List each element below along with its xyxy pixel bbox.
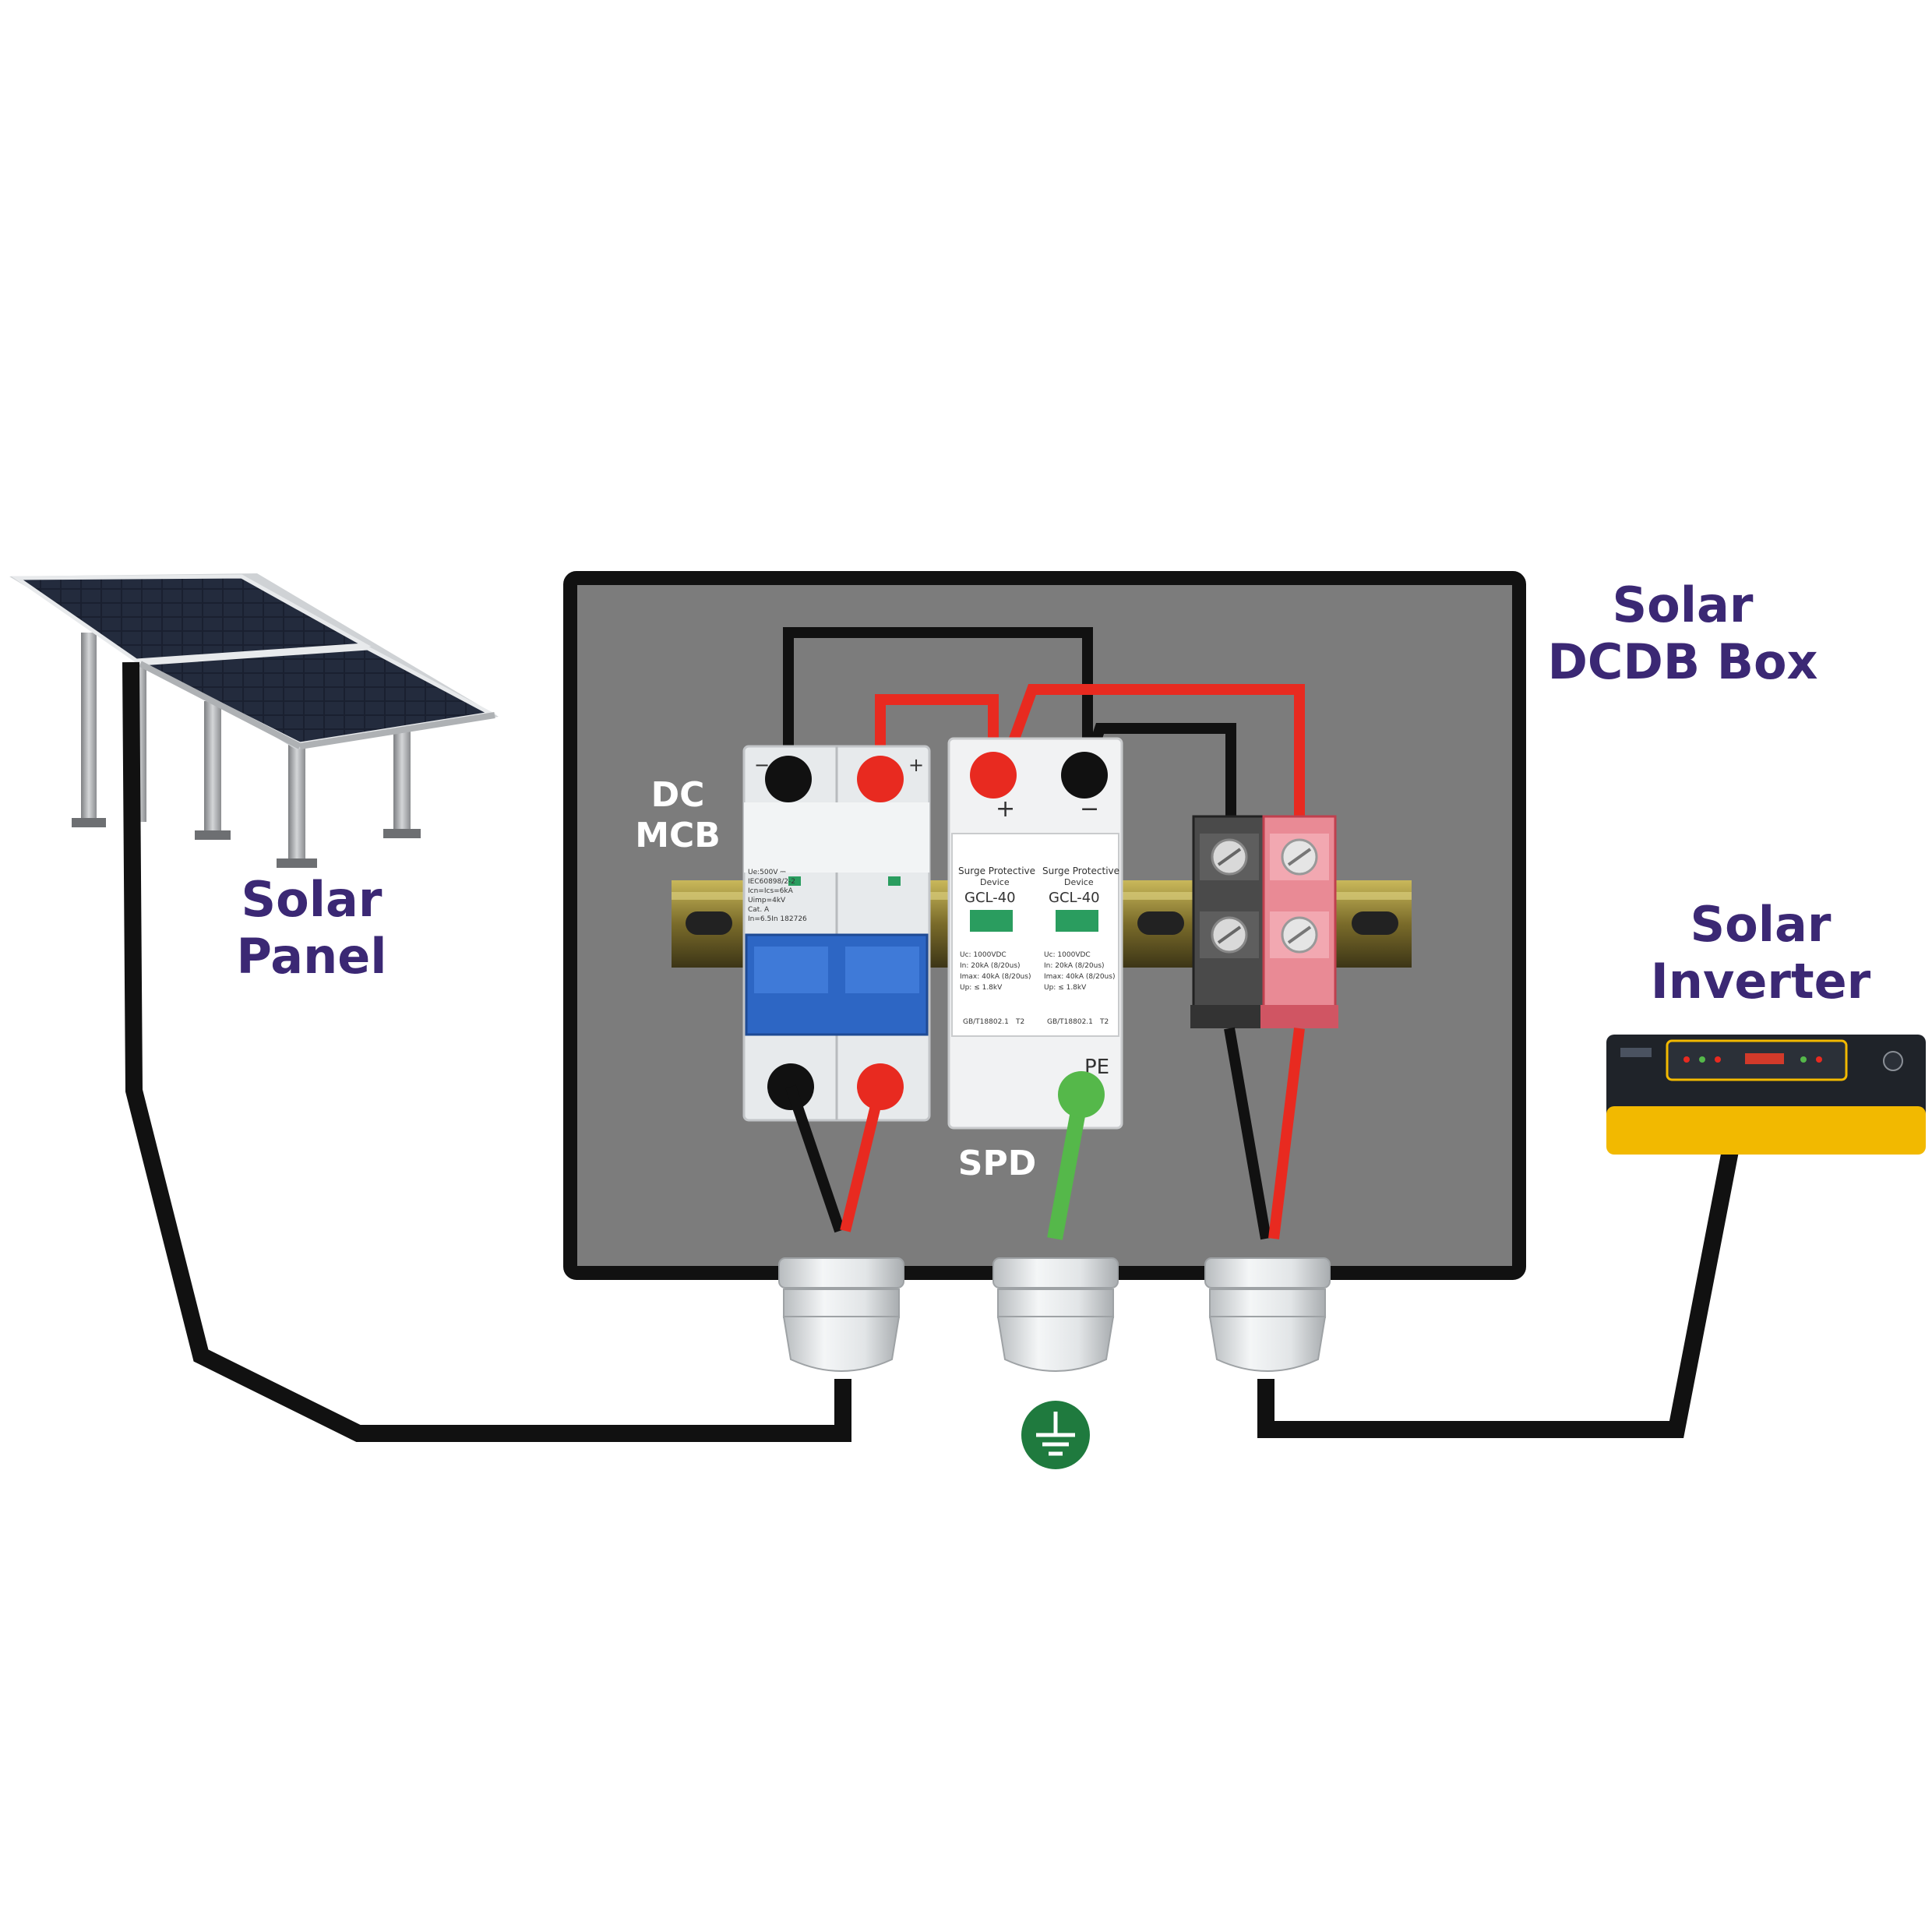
mcb-spec-line: Cat. A (748, 906, 770, 914)
spd-pe-terminal (1058, 1071, 1105, 1118)
spd-device: + − Surge Protective Device GCL-40 Uc: 1… (947, 737, 1123, 1130)
negative-wire-terminal-out (1224, 1027, 1271, 1240)
spd-subtitle: Device (980, 877, 1010, 887)
negative-wire-mcb-to-spd (783, 627, 1093, 779)
spd-model: GCL-40 (964, 890, 1016, 906)
spd-title: Surge Protective (1042, 866, 1119, 876)
solar-inverter-label-line: Solar (1690, 896, 1832, 953)
dc-mcb-label: DC MCB (623, 775, 732, 856)
negative-wire-mcb-out (785, 1084, 845, 1233)
spd-subtitle: Device (1064, 877, 1094, 887)
mcb-spec-line: Ue:500V ⎓ (748, 869, 786, 876)
spd-spec: Imax: 40kA (8/20us) (960, 973, 1031, 981)
dcdb-box-label: Solar DCDB Box (1504, 576, 1862, 690)
cable-gland-icon (992, 1257, 1119, 1372)
earth-ground-icon (1021, 1401, 1090, 1469)
inverter-icon (1606, 1035, 1926, 1155)
spd-spec: In: 20kA (8/20us) (960, 962, 1021, 970)
positive-wire-spd-to-terminal (996, 684, 1305, 834)
spd-minus-mark: − (1080, 795, 1099, 823)
mcb-plus-mark: + (908, 754, 924, 776)
cable-panel-to-dcdb (122, 661, 851, 1442)
solar-panel-icon (9, 573, 499, 868)
solar-panel-label-line: Solar (241, 871, 383, 928)
positive-wire-terminal-out (1268, 1028, 1305, 1239)
spd-model: GCL-40 (1049, 890, 1100, 906)
mcb-spec-line: In=6.5In 182726 (748, 915, 807, 923)
cable-gland-icon (1204, 1257, 1331, 1372)
mcb-minus-mark: − (754, 754, 770, 776)
dc-mcb-label-line: MCB (635, 815, 721, 855)
spd-plus-mark: + (996, 795, 1015, 823)
solar-panel-label: Solar Panel (195, 871, 428, 985)
spd-class-mark: T2 (1015, 1018, 1024, 1026)
spd-spec: Up: ≤ 1.8kV (960, 984, 1003, 992)
mcb-negative-in-terminal (765, 756, 812, 802)
spd-label: SPD (957, 1144, 1037, 1183)
dcdb-box-label-line: Solar (1612, 576, 1754, 633)
spd-spec: In: 20kA (8/20us) (1044, 962, 1105, 970)
spd-title: Surge Protective (958, 866, 1035, 876)
cable-dcdb-to-inverter (1257, 1144, 1740, 1438)
spd-standard: GB/T18802.1 (1047, 1018, 1093, 1026)
solar-inverter-label-line: Inverter (1650, 953, 1871, 1010)
spd-spec: Up: ≤ 1.8kV (1044, 984, 1087, 992)
mcb-positive-in-terminal (857, 756, 904, 802)
positive-wire-mcb-to-spd (875, 694, 999, 779)
spd-negative-terminal (1061, 752, 1108, 799)
spd-spec: Imax: 40kA (8/20us) (1044, 973, 1115, 981)
solar-inverter-label: Solar Inverter (1644, 896, 1877, 1010)
mcb-spec-line: Uimp=4kV (748, 897, 786, 904)
spd-class-mark: T2 (1099, 1018, 1109, 1026)
dc-mcb-label-line: DC (650, 775, 705, 815)
dc-mcb: + − Ue:500V ⎓ IEC60898/2-2 Icn=Ics=6kA U… (742, 745, 931, 1122)
spd-standard: GB/T18802.1 (963, 1018, 1009, 1026)
terminal-block-icon (1190, 815, 1338, 1028)
earth-wire (1047, 1093, 1089, 1240)
spd-spec: Uc: 1000VDC (960, 951, 1007, 959)
dcdb-box-label-line: DCDB Box (1547, 633, 1818, 691)
mcb-spec-line: IEC60898/2-2 (748, 878, 795, 886)
spd-spec: Uc: 1000VDC (1044, 951, 1091, 959)
cable-gland-icon (778, 1257, 904, 1372)
solar-panel-label-line: Panel (236, 928, 387, 985)
positive-wire-mcb-out (840, 1085, 886, 1232)
spd-positive-terminal (970, 752, 1017, 799)
mcb-spec-line: Icn=Ics=6kA (748, 887, 794, 895)
